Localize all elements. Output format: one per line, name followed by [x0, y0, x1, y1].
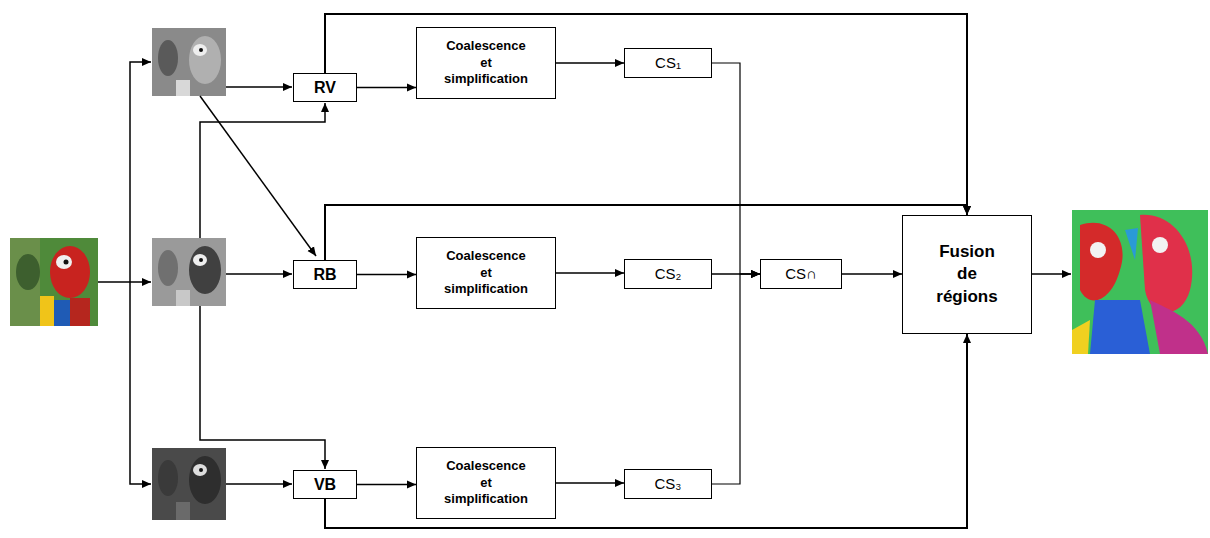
process-box: Coalescence et simplification: [416, 237, 556, 309]
color-image: [10, 238, 98, 326]
wire: [200, 306, 325, 469]
wire: [226, 86, 292, 88]
result-box: CS₃: [624, 469, 712, 499]
connector-arrow: [712, 63, 760, 274]
text-holder: CS₂: [655, 265, 682, 283]
connector-arrow: [325, 14, 967, 215]
process-box: Coalescence et simplification: [416, 27, 556, 99]
connector-arrow: [842, 273, 902, 275]
box-label: CS₁: [655, 54, 681, 72]
wire: [200, 96, 316, 256]
grey-image: [152, 448, 226, 520]
wire: [226, 483, 292, 485]
text-holder: CS₁: [655, 54, 681, 72]
connector-arrow: [556, 272, 624, 274]
connector-arrow: [357, 274, 416, 276]
grey-image: [152, 238, 226, 306]
box-label: RV: [314, 78, 336, 97]
connector-arrow: [357, 87, 416, 89]
connector-arrow: [556, 62, 624, 64]
box-label: CS∩: [785, 265, 817, 283]
box-label: Coalescence et simplification: [444, 248, 528, 299]
box-label: Coalescence et simplification: [444, 38, 528, 89]
box-label: VB: [314, 475, 336, 494]
box-label: RB: [313, 265, 336, 284]
connector-arrow: [712, 274, 760, 484]
image-wires: [98, 62, 1071, 484]
box-label: Fusion de régions: [936, 241, 997, 307]
result-box: CS₂: [624, 259, 712, 289]
channel-pair-box: RB: [293, 260, 357, 289]
text-holder: Fusion de régions: [936, 241, 997, 307]
connector-arrow: [325, 334, 967, 528]
text-holder: Coalescence et simplification: [444, 38, 528, 89]
text-holder: RV: [314, 78, 336, 97]
process-box: Coalescence et simplification: [416, 447, 556, 519]
segmented-image: [1072, 210, 1208, 354]
text-holder: RB: [313, 265, 336, 284]
merge-box: Fusion de régions: [902, 215, 1032, 334]
text-holder: Coalescence et simplification: [444, 458, 528, 509]
result-box: CS₁: [624, 48, 712, 78]
wire: [130, 282, 151, 484]
text-holder: CS₃: [655, 475, 682, 493]
wire: [98, 281, 130, 283]
text-holder: VB: [314, 475, 336, 494]
wire: [200, 103, 325, 238]
wire: [130, 62, 151, 282]
wire: [226, 273, 292, 275]
connector-arrow: [357, 484, 416, 486]
text-holder: CS∩: [785, 265, 817, 283]
channel-pair-box: VB: [293, 470, 357, 499]
box-label: CS₃: [655, 475, 682, 493]
intersection-box: CS∩: [760, 259, 842, 289]
wire: [1032, 273, 1071, 275]
text-holder: Coalescence et simplification: [444, 248, 528, 299]
grey-image: [152, 28, 226, 96]
box-label: CS₂: [655, 265, 682, 283]
connector-arrow: [556, 482, 624, 484]
channel-pair-box: RV: [293, 73, 357, 102]
box-label: Coalescence et simplification: [444, 458, 528, 509]
wire: [130, 281, 151, 283]
